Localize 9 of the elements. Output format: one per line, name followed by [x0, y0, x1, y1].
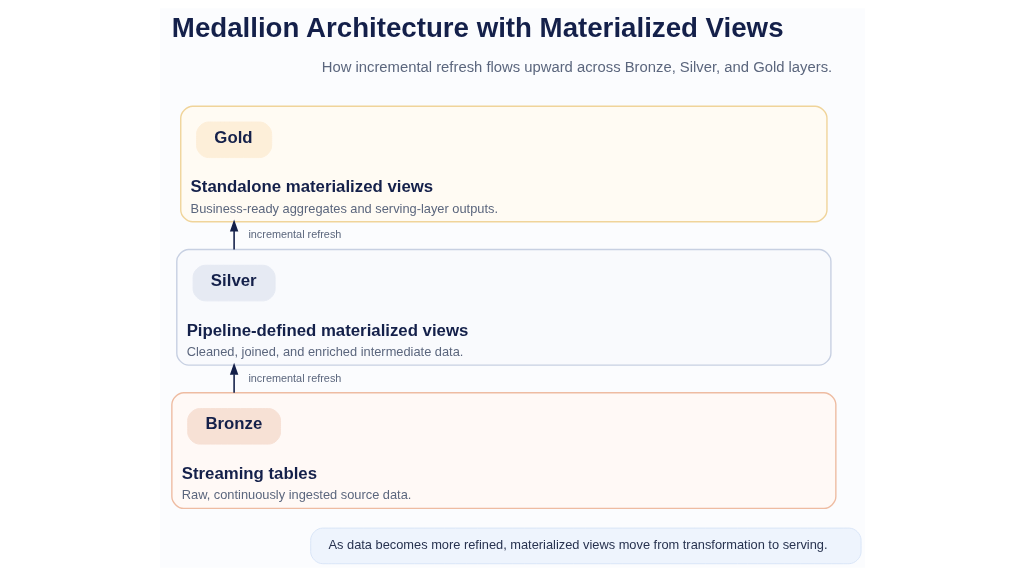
arrow [229, 219, 238, 251]
diagram-title: Medallion Architecture with Materialized Views [171, 12, 784, 44]
label: How incremental refresh flows upward across Bronze, Silver, and Gold layers. [321, 59, 832, 76]
node-box: Gold [195, 121, 272, 159]
node-box: As data becomes more refined, materialized views move from transformation to serving. [309, 527, 862, 565]
edge-label: incremental refresh [247, 371, 341, 384]
node-box: Bronze [186, 408, 281, 445]
edge-label: incremental refresh [247, 228, 341, 241]
arrow [229, 362, 238, 394]
